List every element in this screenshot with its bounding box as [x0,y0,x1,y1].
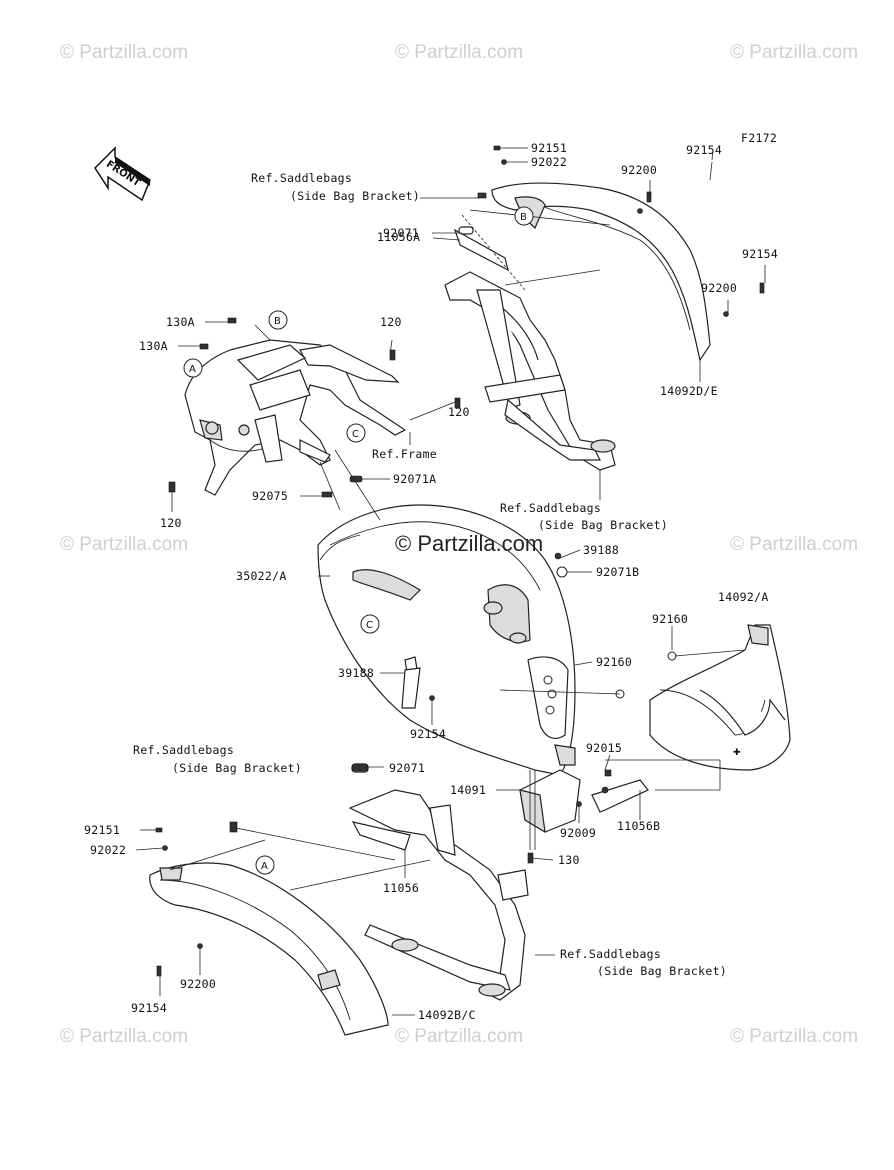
part-label-14092a: 14092/A [718,590,769,604]
part-label-11056: 11056 [383,881,419,895]
side-bag-bracket-label: (Side Bag Bracket) [597,964,727,978]
watermark: © Partzilla.com [60,42,188,63]
svg-text:✚: ✚ [733,748,741,758]
callout-c-fender [360,614,380,634]
ref-saddlebags-label: Ref.Saddlebags [560,947,661,961]
side-bag-bracket-label: (Side Bag Bracket) [290,189,420,203]
part-label-11056b: 11056B [617,819,660,833]
callout-b-frame-label: B [274,316,281,327]
side-cover-right: ✚ [649,624,791,771]
part-label-92071: 92071 [389,761,425,775]
part-label-92200: 92200 [701,281,737,295]
callout-a-lower [255,855,275,875]
watermark: © Partzilla.com [730,42,858,63]
part-label-92071b: 92071B [596,565,639,579]
part-label-92015: 92015 [586,741,622,755]
part-label-92151: 92151 [531,141,567,155]
ref-frame-label: Ref.Frame [372,447,437,461]
part-label-130: 130 [558,853,580,867]
part-label-92071a: 92071A [393,472,436,486]
watermark: © Partzilla.com [60,534,188,555]
part-label-130a: 130A [166,315,195,329]
callout-b-upper [514,206,534,226]
side-bag-bracket-label: (Side Bag Bracket) [172,761,302,775]
part-label-120: 120 [160,516,182,530]
part-label-35022a: 35022/A [236,569,287,583]
part-label-11056a: 11056A [377,230,420,244]
watermarks: © Partzilla.com © Partzilla.com © Partzi… [60,42,858,1047]
watermark: © Partzilla.com [730,1026,858,1047]
part-label-14091: 14091 [450,783,486,797]
callout-markers: B B A C C A [183,206,534,875]
watermark-center: © Partzilla.com [395,531,543,556]
hardware [155,145,765,977]
part-label-92075: 92075 [252,489,288,503]
callout-a-frame [183,358,203,378]
part-label-92151: 92151 [84,823,120,837]
ref-saddlebags-label: Ref.Saddlebags [133,743,234,757]
callout-b-upper-label: B [520,212,527,223]
part-label-39188: 39188 [583,543,619,557]
upper-bag-bracket [444,226,616,471]
part-label-130a: 130A [139,339,168,353]
part-label-14092de: 14092D/E [660,384,718,398]
part-labels: 92151 92022 92154 92200 Ref.Saddlebags (… [84,141,778,1022]
part-label-92154: 92154 [686,143,722,157]
watermark: © Partzilla.com [395,1026,523,1047]
callout-a-lower-label: A [261,861,268,872]
part-label-120: 120 [380,315,402,329]
part-label-92022: 92022 [531,155,567,169]
part-label-39188: 39188 [338,666,374,680]
callout-c-frame [346,423,366,443]
ref-saddlebags-label: Ref.Saddlebags [500,501,601,515]
front-arrow-icon: FRONT [94,146,151,202]
part-label-92154: 92154 [131,1001,167,1015]
part-label-92009: 92009 [560,826,596,840]
side-cover-lower [149,862,389,1036]
callout-c-fender-label: C [366,620,373,631]
part-label-92071: 92071 [383,226,419,240]
callout-b-frame [268,310,288,330]
part-label-92154: 92154 [410,727,446,741]
ref-saddlebags-label: Ref.Saddlebags [251,171,352,185]
part-label-92200: 92200 [621,163,657,177]
rear-frame [184,339,407,496]
part-label-92160: 92160 [596,655,632,669]
callout-c-frame-label: C [352,429,359,440]
leader-lines [135,147,766,1016]
rear-fender [317,504,576,776]
part-label-120: 120 [448,405,470,419]
part-label-92154: 92154 [742,247,778,261]
watermark: © Partzilla.com [60,1026,188,1047]
part-label-92022: 92022 [90,843,126,857]
diagram-code: F2172 [741,131,777,145]
part-label-14092bc: 14092B/C [418,1008,476,1022]
part-label-92200: 92200 [180,977,216,991]
part-label-92160: 92160 [652,612,688,626]
watermark: © Partzilla.com [395,42,523,63]
side-bag-bracket-label: (Side Bag Bracket) [538,518,668,532]
callout-a-frame-label: A [189,364,196,375]
lower-bag-bracket [348,763,529,1001]
watermark: © Partzilla.com [730,534,858,555]
